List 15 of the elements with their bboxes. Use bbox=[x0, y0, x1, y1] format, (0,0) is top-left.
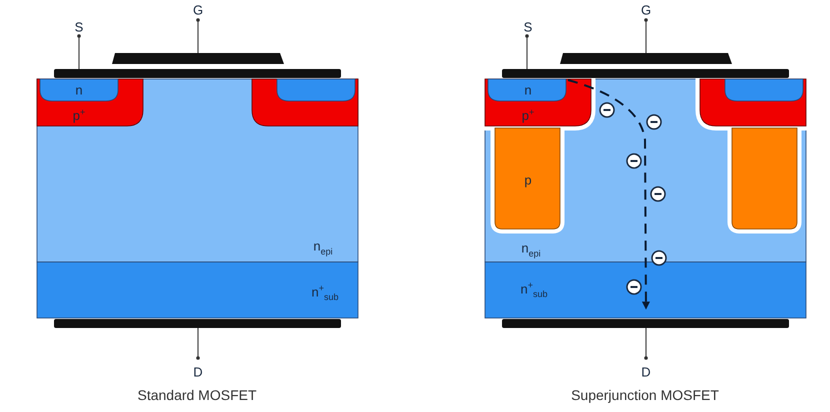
region-label: n$_{epi}$ bbox=[313, 240, 333, 256]
terminal-label: G bbox=[192, 4, 204, 16]
terminal-label: G bbox=[640, 4, 652, 16]
region-label: n$_{epi}$ bbox=[521, 242, 541, 258]
region-label: n bbox=[524, 84, 532, 96]
terminal-label: S bbox=[74, 20, 84, 34]
terminal-label: S bbox=[524, 20, 532, 34]
region-label: p$^{+}$ bbox=[72, 108, 86, 122]
caption: Standard MOSFET bbox=[137, 388, 257, 402]
region-label: p$^{+}$ bbox=[522, 108, 534, 122]
region-label: p bbox=[524, 174, 532, 186]
terminal-label: D bbox=[641, 366, 651, 378]
terminal-label: D bbox=[193, 366, 203, 378]
region-label: n bbox=[75, 84, 83, 96]
caption: Superjunction MOSFET bbox=[571, 388, 719, 402]
